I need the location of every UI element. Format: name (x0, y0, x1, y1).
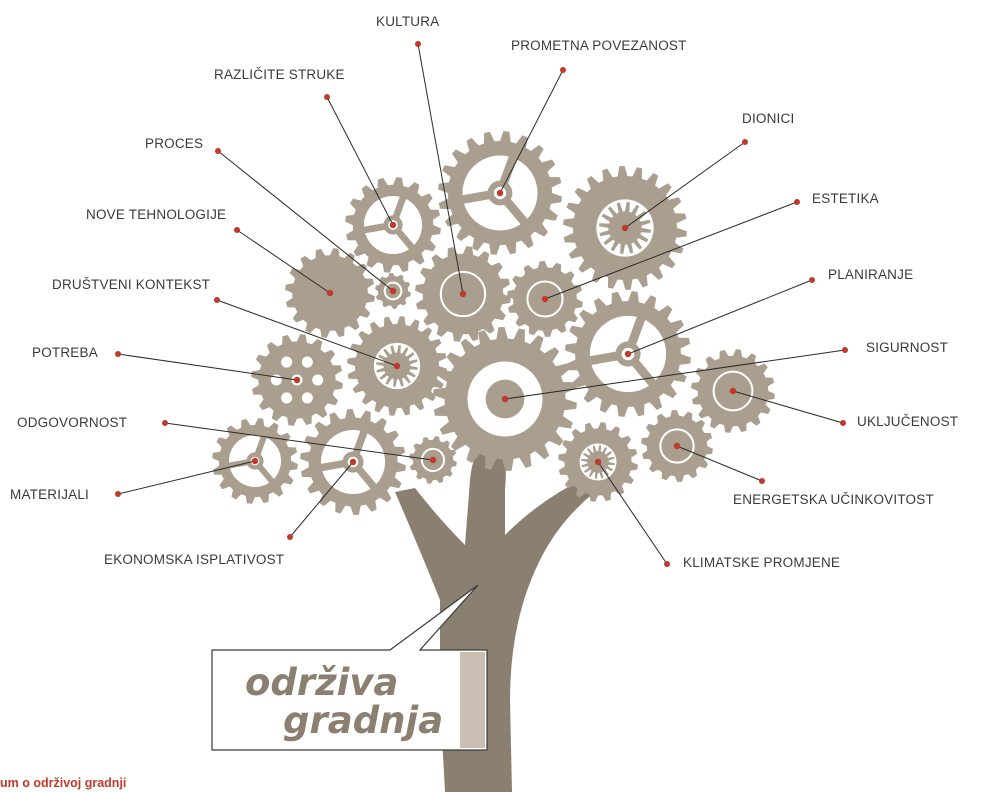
leader-dionici (621, 139, 748, 232)
callout-box (211, 584, 488, 751)
gear-dot (459, 290, 467, 298)
leader-proces (215, 148, 397, 295)
leader-dot (560, 67, 566, 73)
gear-dot (326, 289, 334, 297)
leader-dot (234, 227, 240, 233)
callout: održiva gradnja (211, 584, 488, 751)
gear-dot (624, 350, 632, 358)
label-proces: PROCES (145, 136, 203, 151)
leader-sigurnost (501, 347, 848, 403)
leader-lines (115, 41, 848, 567)
label-kultura: KULTURA (376, 14, 439, 29)
label-materijali: MATERIJALI (10, 487, 89, 502)
label-sigurnost: SIGURNOST (866, 340, 948, 355)
leader-dot (664, 561, 670, 567)
leader-estetika (541, 199, 800, 303)
leader-dot (415, 41, 421, 47)
label-razlicite-struke: RAZLIČITE STRUKE (214, 67, 345, 82)
gear-dot (251, 457, 259, 465)
gears-group (212, 131, 775, 515)
gear-dot (389, 287, 397, 295)
leader-dot (842, 347, 848, 353)
leader-prometna (496, 67, 566, 197)
leader-ekonomska (287, 458, 357, 540)
leader-energetska (673, 442, 765, 484)
label-dionici: DIONICI (742, 111, 794, 126)
label-nove-tehnologije: NOVE TEHNOLOGIJE (86, 207, 226, 222)
gear-dot (389, 221, 397, 229)
leader-kultura (415, 41, 467, 298)
label-planiranje: PLANIRANJE (828, 267, 913, 282)
leader-dot (214, 297, 220, 303)
gear-dot (393, 362, 401, 370)
leader-potreba (115, 351, 301, 384)
label-ekonomska-isplativost: EKONOMSKA ISPLATIVOST (104, 552, 284, 567)
leader-dot (115, 351, 121, 357)
label-prometna-povezanost: PROMETNA POVEZANOST (511, 38, 687, 53)
labels-group: KULTURA PROMETNA POVEZANOST RAZLIČITE ST… (10, 14, 958, 570)
leader-razlicite (324, 94, 397, 229)
leader-ukljucenost (729, 387, 846, 426)
leader-nove-teh (234, 227, 334, 297)
leader-dot (324, 94, 330, 100)
leader-dot (115, 491, 121, 497)
gear-dot (501, 395, 509, 403)
leader-drustveni (214, 297, 401, 370)
leader-dot (840, 420, 846, 426)
label-odgovornost: ODGOVORNOST (17, 415, 127, 430)
leader-dot (287, 534, 293, 540)
label-estetika: ESTETIKA (812, 191, 879, 206)
gear-dot (496, 189, 504, 197)
gear-dot (594, 458, 602, 466)
label-ukljucenost: UKLJUČENOST (857, 414, 958, 429)
leader-odgovornost (162, 420, 437, 464)
gear-dot (429, 456, 437, 464)
leader-dot (162, 420, 168, 426)
leader-dot (809, 277, 815, 283)
gear-dot (293, 376, 301, 384)
leader-dot (742, 139, 748, 145)
gear-dot (673, 442, 681, 450)
footer-caption: um o održivoj gradnji (0, 776, 126, 790)
callout-line-2: gradnja (283, 699, 443, 742)
callout-line-1: održiva (245, 661, 398, 704)
label-klimatske-promjene: KLIMATSKE PROMJENE (683, 555, 840, 570)
leader-planiranje (624, 277, 815, 358)
gear-dot (621, 224, 629, 232)
gear-dot (349, 458, 357, 466)
leader-dot (759, 478, 765, 484)
trunk-overlap (460, 652, 485, 748)
gear-dot (729, 387, 737, 395)
leader-dot (794, 199, 800, 205)
leader-dot (215, 148, 221, 154)
leader-materijali (115, 457, 259, 497)
label-drustveni-kontekst: DRUŠTVENI KONTEKST (52, 277, 210, 292)
gear-dot (541, 295, 549, 303)
leader-klimatske (594, 458, 670, 567)
label-potreba: POTREBA (32, 345, 98, 360)
label-energetska-ucinkovitost: ENERGETSKA UČINKOVITOST (733, 492, 934, 507)
